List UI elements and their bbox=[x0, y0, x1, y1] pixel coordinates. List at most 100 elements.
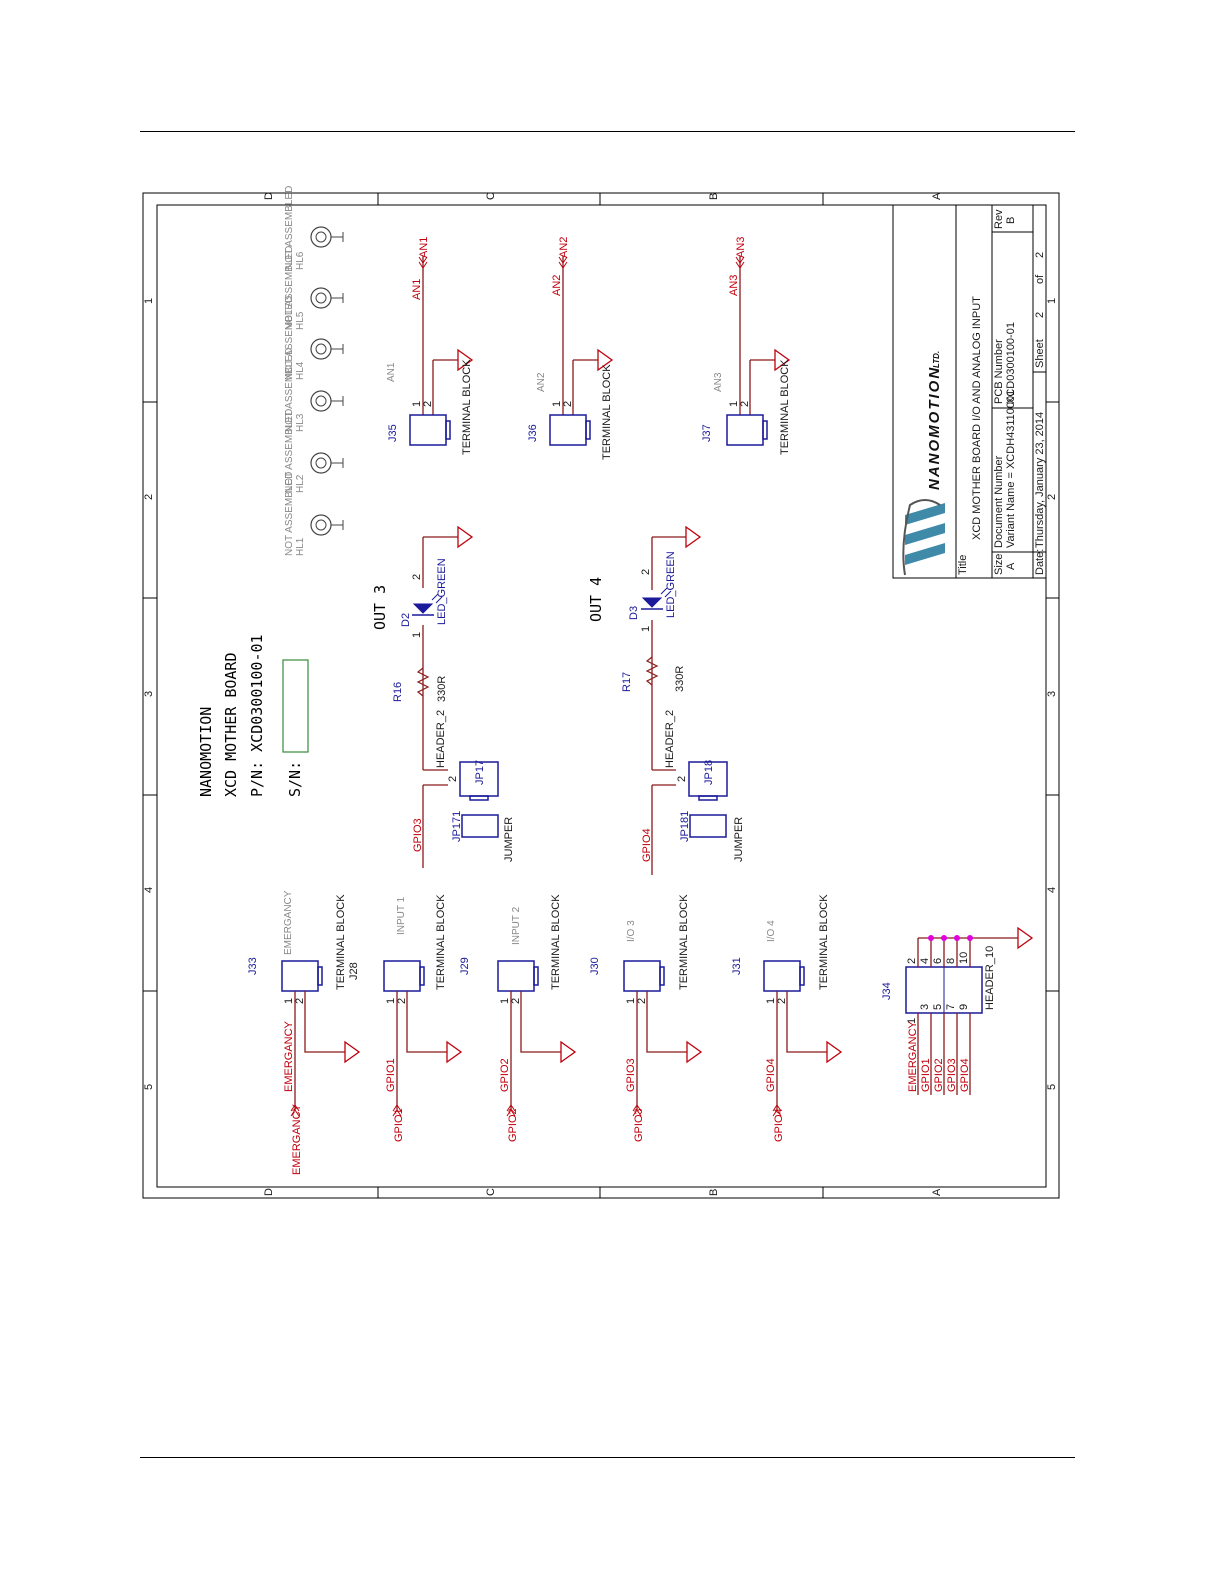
header-type: HEADER_2 bbox=[435, 710, 447, 768]
jumper-ref: JP181 bbox=[679, 811, 691, 842]
output-4: OUT 4 2 1 D3 LED_GREEN R17 330R HEADER_2… bbox=[587, 525, 745, 875]
port-label: GPIO1 bbox=[393, 1108, 405, 1142]
pin-number: 2 bbox=[294, 998, 306, 1004]
net-label: GPIO3 bbox=[946, 1058, 958, 1092]
serial-box bbox=[282, 659, 309, 753]
input-gpio1: J29 INPUT 1 TERMINAL BLOCK 1 2 GPIO1 GPI… bbox=[383, 894, 471, 1142]
connector-label: INPUT 2 bbox=[511, 906, 522, 945]
pin-number: 1 bbox=[728, 401, 740, 407]
zone-letter: A bbox=[931, 192, 943, 200]
junction-dots bbox=[928, 935, 973, 941]
hl-note: NOT ASSEMBLED bbox=[284, 409, 295, 493]
zone-letter: B bbox=[708, 1189, 720, 1196]
ref-designator: J35 bbox=[387, 424, 399, 442]
pin-number: 2 bbox=[396, 998, 408, 1004]
size-value: A bbox=[1005, 562, 1017, 570]
pin-number: 1 bbox=[906, 1018, 918, 1024]
terminal-block-symbol bbox=[383, 960, 421, 992]
date-label: Date: bbox=[1034, 549, 1046, 575]
connector-label: INPUT 1 bbox=[396, 896, 407, 935]
part-type: TERMINAL BLOCK bbox=[435, 894, 447, 990]
net-label: AN3 bbox=[728, 275, 740, 296]
hl-ref: HL3 bbox=[295, 413, 306, 432]
pin-number: 1 bbox=[411, 401, 423, 407]
rev-label: Rev bbox=[993, 209, 1005, 229]
port-label: EMERGANCY bbox=[291, 1103, 303, 1175]
frame-outer bbox=[142, 192, 1060, 1199]
hl-led-group: NOT ASSEMBLED HL1 NOT ASSEMBLED HL2 NOT … bbox=[284, 186, 344, 556]
part-type: TERMINAL BLOCK bbox=[550, 894, 562, 990]
pin-number: 2 bbox=[447, 776, 459, 782]
logo-suffix: LTD. bbox=[932, 351, 941, 368]
logo-text: NANOMOTION bbox=[926, 366, 943, 490]
net-label: GPIO1 bbox=[920, 1058, 932, 1092]
pin-number: 2 bbox=[776, 998, 788, 1004]
hl-ref: HL5 bbox=[295, 311, 306, 330]
zone-number: 2 bbox=[1046, 494, 1058, 500]
part-type: TERMINAL BLOCK bbox=[601, 364, 613, 460]
page-top-rule bbox=[140, 131, 1075, 132]
resistor-value: 330R bbox=[436, 676, 448, 702]
part-type: HEADER_10 bbox=[984, 946, 996, 1010]
pin-number: 5 bbox=[932, 1004, 944, 1010]
net-label: GPIO4 bbox=[765, 1058, 777, 1092]
pin-number: 6 bbox=[932, 958, 944, 964]
ref-designator: J29 bbox=[459, 957, 471, 975]
pcb-number-label: PCB Number bbox=[993, 339, 1005, 404]
header-type: HEADER_2 bbox=[664, 710, 676, 768]
resistor-ref: R17 bbox=[621, 672, 633, 692]
board-name: XCD MOTHER BOARD bbox=[222, 653, 240, 798]
rev-value: B bbox=[1005, 217, 1017, 224]
hl-note: NOT ASSEMBLED bbox=[284, 296, 295, 380]
led-type: LED_GREEN bbox=[436, 558, 448, 625]
sheet-number: 2 bbox=[1034, 312, 1046, 318]
connector-label: AN3 bbox=[713, 372, 724, 392]
pin-number: 1 bbox=[411, 632, 423, 638]
net-label: AN1 bbox=[411, 279, 423, 300]
led-symbol bbox=[641, 597, 663, 608]
sheet-title: XCD MOTHER BOARD I/O AND ANALOG INPUT bbox=[971, 296, 983, 540]
hl-note: NOT ASSEMBLED bbox=[284, 348, 295, 432]
resistor-symbol bbox=[645, 656, 659, 686]
size-label: Size bbox=[993, 554, 1005, 575]
hl-led: NOT ASSEMBLED HL3 bbox=[284, 348, 344, 432]
hl-led: NOT ASSEMBLED HL5 bbox=[284, 246, 344, 330]
nanomotion-logo: NANOMOTION LTD. bbox=[902, 351, 945, 576]
sheet-label: Sheet bbox=[1034, 339, 1046, 368]
pin-number: 3 bbox=[919, 1004, 931, 1010]
led-symbol bbox=[412, 603, 434, 614]
zone-letters-top: D C B A D C B A bbox=[263, 192, 943, 1196]
connector-label: AN1 bbox=[386, 362, 397, 382]
part-type: TERMINAL BLOCK bbox=[335, 894, 347, 990]
zone-letter: C bbox=[485, 192, 497, 200]
pin-number: 2 bbox=[906, 958, 918, 964]
hl-led: NOT ASSEMBLED HL6 bbox=[284, 186, 344, 270]
part-type: TERMINAL BLOCK bbox=[818, 894, 830, 990]
ref-designator: J33 bbox=[247, 957, 259, 975]
part-type: TERMINAL BLOCK bbox=[678, 894, 690, 990]
resistor-symbol bbox=[416, 667, 430, 697]
analog-input-j37: AN3 AN3 AN3 1 2 J37 TERMINAL BLOCK bbox=[701, 237, 791, 455]
connector-label: I/O 4 bbox=[766, 920, 777, 942]
net-label: GPIO4 bbox=[959, 1058, 971, 1092]
pin-number: 8 bbox=[945, 958, 957, 964]
net-label: GPIO4 bbox=[641, 828, 653, 862]
zone-number: 2 bbox=[143, 494, 155, 500]
output-title: OUT 3 bbox=[371, 585, 389, 630]
terminal-block-symbol bbox=[281, 960, 319, 992]
ref-designator: J36 bbox=[527, 424, 539, 442]
title-label: Title bbox=[957, 555, 969, 575]
board-header-text: NANOMOTION XCD MOTHER BOARD P/N: XCD0300… bbox=[197, 634, 309, 798]
jumper-symbol bbox=[461, 814, 499, 838]
zone-number: 1 bbox=[1046, 298, 1058, 304]
date-value: Thursday, January 23, 2014 bbox=[1034, 412, 1046, 548]
ref-designator: J31 bbox=[731, 957, 743, 975]
variant-name: Variant Name = XCDH43110001 bbox=[1005, 390, 1017, 548]
led-type: LED_GREEN bbox=[665, 551, 677, 618]
zone-number: 3 bbox=[1046, 691, 1058, 697]
hl-note: NOT ASSEMBLED bbox=[284, 186, 295, 270]
zone-number: 5 bbox=[1046, 1084, 1058, 1090]
hl-led: NOT ASSEMBLED HL4 bbox=[284, 296, 344, 380]
pin-number: 2 bbox=[739, 401, 751, 407]
ref-designator: J30 bbox=[589, 957, 601, 975]
